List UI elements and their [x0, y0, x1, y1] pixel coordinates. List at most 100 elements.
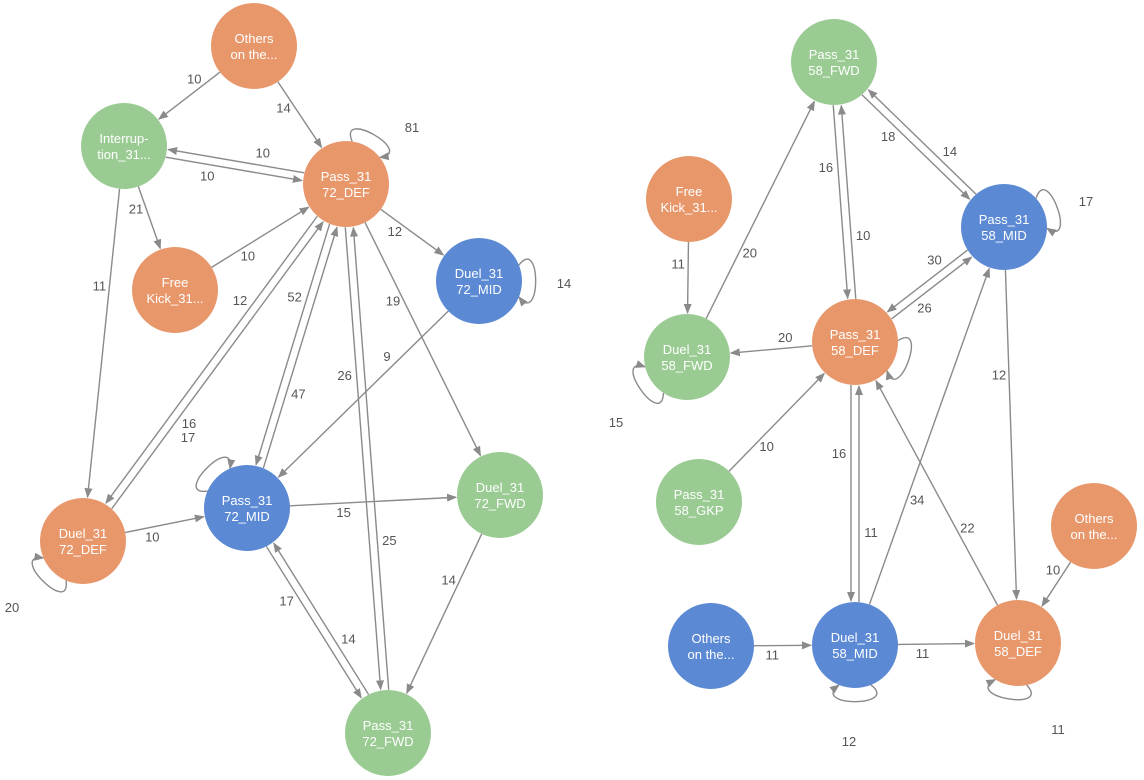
edge-weight-label: 14 [341, 632, 355, 647]
node-label: 72_DEF [322, 185, 370, 200]
node-label: Duel_31 [59, 526, 107, 541]
edge-weight-label: 12 [992, 368, 1006, 383]
node-label: 58_FWD [661, 358, 712, 373]
edge-weight-label: 11 [864, 525, 878, 540]
node-circle[interactable] [132, 247, 218, 333]
self-loop-line [349, 128, 390, 161]
node-circle[interactable] [204, 465, 290, 551]
edge-weight-label: 47 [291, 386, 305, 401]
node-label: 72_MID [224, 509, 270, 524]
node-circle[interactable] [668, 603, 754, 689]
edge-line [289, 493, 458, 507]
node-circle[interactable] [81, 103, 167, 189]
edge-line [350, 226, 390, 690]
node-label: 58_FWD [808, 63, 859, 78]
node-free-kick[interactable]: FreeKick_31... [646, 156, 732, 242]
edge-pass_mid-to-pass_fwd: 14 [867, 89, 977, 195]
node-label: Pass_31 [321, 169, 372, 184]
edge-line [84, 188, 121, 499]
edge-weight-label: 21 [129, 202, 143, 217]
edge-pass_mid-to-duel_def: 12 [992, 269, 1021, 601]
node-circle[interactable] [303, 141, 389, 227]
self-loop-line [829, 684, 878, 703]
edge-weight-label: 30 [927, 252, 941, 267]
edge-pass_fwd-to-pass_mid: 14 [273, 542, 370, 695]
node-circle[interactable] [1051, 483, 1137, 569]
node-circle[interactable] [345, 690, 431, 776]
self-loop-line [885, 337, 913, 381]
edge-others-to-interruption: 10 [158, 71, 221, 120]
edge-weight-label: 9 [383, 349, 390, 364]
node-circle[interactable] [812, 299, 898, 385]
edge-duel_mid-to-duel_mid: 12 [829, 684, 878, 749]
edge-line [167, 147, 305, 174]
edge-line [867, 89, 977, 195]
node-label: 58_MID [832, 646, 878, 661]
edge-weight-label: 17 [181, 430, 195, 445]
node-free-kick[interactable]: FreeKick_31... [132, 247, 218, 333]
edge-line [137, 186, 162, 250]
edge-weight-label: 15 [609, 415, 623, 430]
node-circle[interactable] [644, 314, 730, 400]
edge-weight-label: 12 [388, 224, 402, 239]
self-loop-line [1035, 189, 1062, 237]
edge-line [837, 104, 857, 299]
node-circle[interactable] [961, 184, 1047, 270]
edge-duel_mid-to-pass_def: 11 [855, 385, 878, 602]
node-circle[interactable] [812, 602, 898, 688]
node-label: Pass_31 [222, 493, 273, 508]
graph-3172: 1014101021111081121491916124752252620101… [5, 3, 571, 776]
edge-pass_mid-to-duel_fwd: 15 [289, 493, 458, 520]
edge-free_kick-to-pass_def: 10 [211, 206, 310, 268]
edge-weight-label: 10 [145, 529, 159, 544]
edge-line [705, 100, 816, 319]
edge-line [897, 639, 976, 648]
edge-duel_mid-to-duel_def: 11 [897, 639, 976, 661]
node-circle[interactable] [975, 600, 1061, 686]
node-label: 58_GKP [674, 503, 723, 518]
self-loop-line [195, 456, 236, 492]
node-circle[interactable] [40, 498, 126, 584]
edge-line [364, 222, 482, 457]
node-circle[interactable] [791, 19, 877, 105]
edge-duel_def-to-duel_def: 20 [5, 552, 67, 615]
node-circle[interactable] [211, 3, 297, 89]
node-circle[interactable] [646, 156, 732, 242]
edge-duel_fwd-to-duel_fwd: 15 [609, 360, 665, 430]
node-circle[interactable] [656, 459, 742, 545]
node-circle[interactable] [457, 452, 543, 538]
self-loop-line [31, 552, 67, 593]
node-circle[interactable] [436, 238, 522, 324]
node-interruption[interactable]: Interrup-tion_31... [81, 103, 167, 189]
edge-duel_fwd-to-pass_fwd: 20 [705, 100, 816, 319]
edge-weight-label: 11 [671, 257, 685, 272]
node-label: Others [234, 31, 274, 46]
edge-pass_gkp-to-pass_def: 10 [728, 372, 825, 472]
edge-line [277, 81, 323, 149]
node-label: 72_FWD [474, 496, 525, 511]
node-label: tion_31... [97, 147, 151, 162]
edge-pass_mid-to-pass_def: 47 [262, 226, 339, 469]
edge-weight-label: 34 [910, 492, 924, 507]
edge-pass_def-to-pass_def [885, 337, 913, 381]
edge-line [105, 215, 318, 505]
edge-interruption-to-free_kick: 21 [129, 186, 162, 250]
